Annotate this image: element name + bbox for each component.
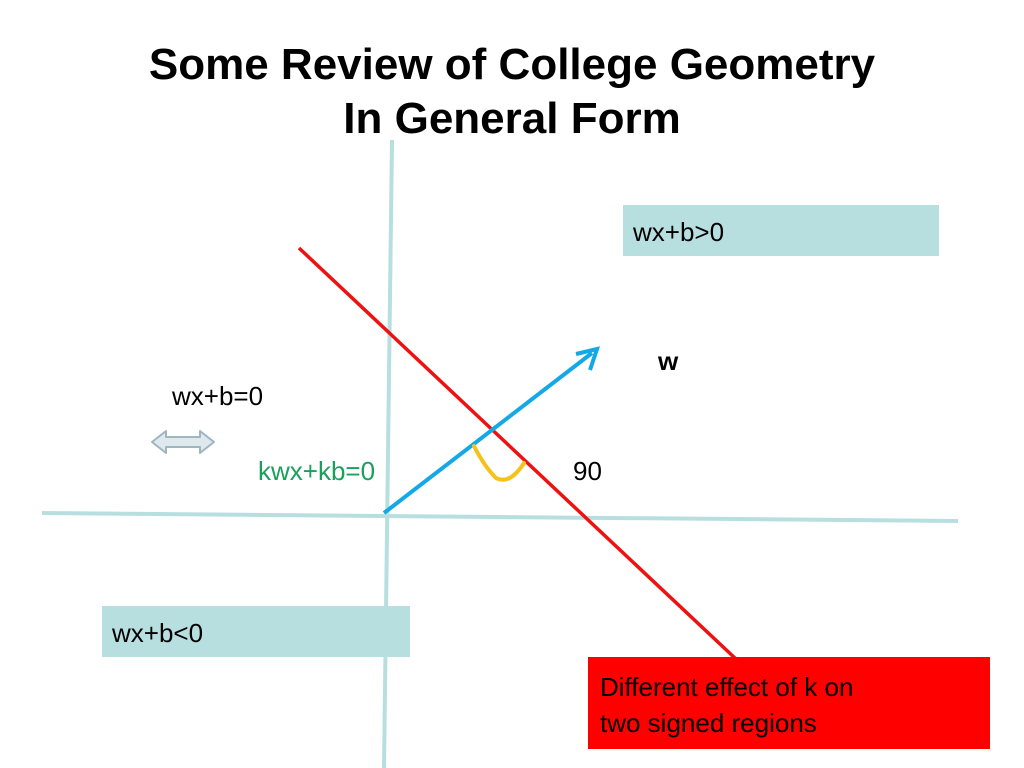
x-axis bbox=[41, 511, 959, 523]
y-axis bbox=[382, 139, 394, 768]
right-angle-marker bbox=[472, 444, 526, 482]
left-right-arrow-icon bbox=[151, 430, 215, 454]
callout-line-1: Different effect of k on bbox=[600, 672, 854, 702]
angle-label: 90 bbox=[573, 456, 602, 486]
positive-region-label: wx+b>0 bbox=[633, 217, 725, 247]
negative-region-box: wx+b<0 bbox=[102, 606, 410, 657]
normal-vector bbox=[382, 346, 601, 515]
negative-region-label: wx+b<0 bbox=[112, 618, 204, 648]
title-line-1: Some Review of College Geometry bbox=[148, 40, 876, 89]
positive-region-box: wx+b>0 bbox=[623, 205, 939, 256]
vector-w-label: w bbox=[658, 346, 679, 376]
title-line-2: In General Form bbox=[343, 94, 681, 143]
callout-line-2: two signed regions bbox=[600, 708, 817, 738]
slide-title: Some Review of College Geometry In Gener… bbox=[0, 38, 1024, 146]
callout-box: Different effect of k on two signed regi… bbox=[588, 657, 990, 749]
boundary-line bbox=[297, 246, 739, 662]
line-equation-label: wx+b=0 bbox=[172, 381, 264, 411]
scaled-equation-label: kwx+kb=0 bbox=[258, 456, 376, 486]
